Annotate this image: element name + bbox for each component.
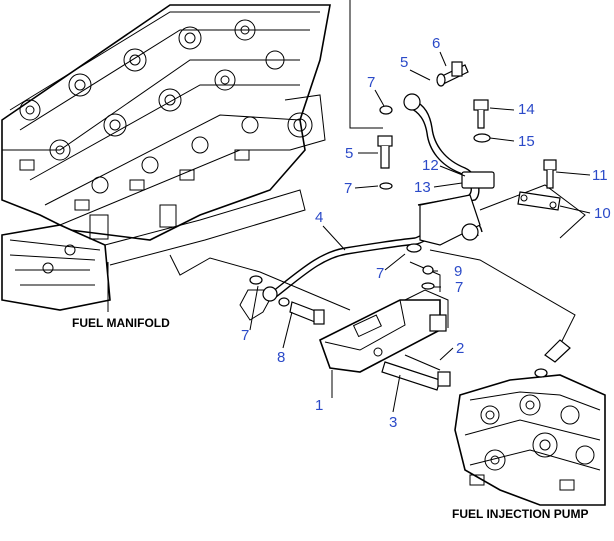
callout-6: 6 — [432, 35, 440, 52]
callout-12: 12 — [422, 157, 439, 174]
callout-10: 10 — [594, 205, 611, 222]
fuel-manifold-drawing — [1, 189, 306, 312]
callout-9: 9 — [454, 263, 462, 280]
fuel-injection-pump-drawing — [454, 339, 606, 506]
callout-7-c: 7 — [376, 265, 384, 282]
callout-13: 13 — [414, 179, 431, 196]
cylinder-head-drawing — [1, 4, 331, 241]
callout-1: 1 — [315, 397, 323, 414]
callout-15: 15 — [518, 133, 535, 150]
fuel-injection-pump-caption: FUEL INJECTION PUMP — [452, 507, 588, 521]
callout-11: 11 — [592, 167, 608, 184]
callout-3: 3 — [389, 414, 397, 431]
fuel-manifold-caption: FUEL MANIFOLD — [72, 316, 170, 330]
callout-8: 8 — [277, 349, 285, 366]
callout-7-d: 7 — [455, 279, 463, 296]
callout-5-lower: 5 — [345, 145, 353, 162]
callout-4: 4 — [315, 209, 323, 226]
callout-7-b: 7 — [344, 180, 352, 197]
callout-2: 2 — [456, 340, 464, 357]
callout-7-e: 7 — [241, 327, 249, 344]
callout-7-a: 7 — [367, 74, 375, 91]
callout-14: 14 — [518, 101, 535, 118]
callout-5-upper: 5 — [400, 54, 408, 71]
